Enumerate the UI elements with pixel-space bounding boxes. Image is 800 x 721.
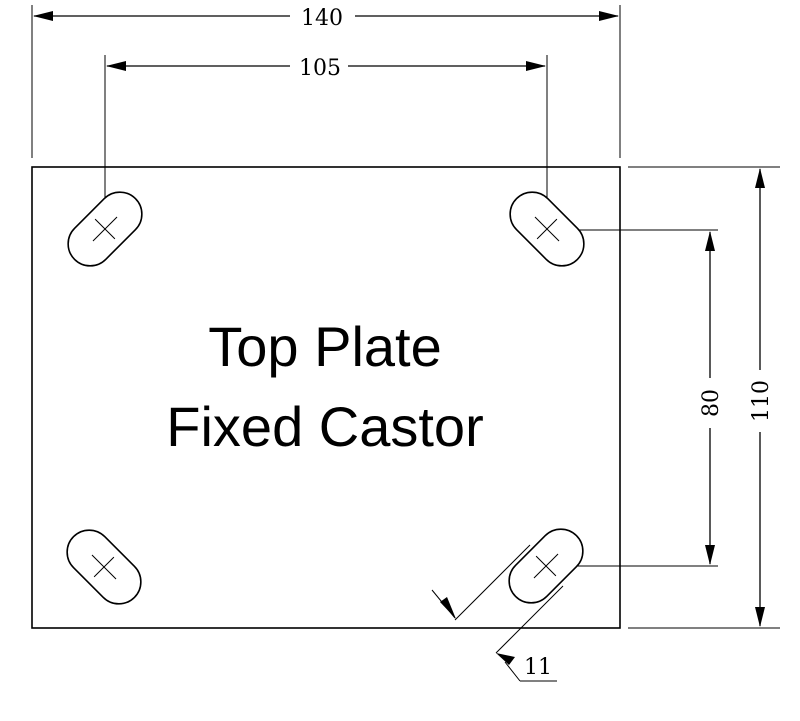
slot-width-leader-lower xyxy=(504,661,521,682)
arrow-110-bottom xyxy=(755,607,765,627)
arrow-80-bottom xyxy=(705,545,715,565)
arrow-140-left xyxy=(33,11,53,21)
arrow-slot-width-lower xyxy=(496,653,515,665)
slot-width-ext-lower xyxy=(495,585,564,654)
slot-hole-bottom-right xyxy=(508,528,584,604)
arrow-110-top xyxy=(755,168,765,188)
arrow-105-right xyxy=(526,61,546,71)
slot-hole-top-right xyxy=(509,191,585,267)
slot-hole-bottom-left xyxy=(66,529,142,605)
arrow-80-top xyxy=(705,231,715,251)
dim-label-105: 105 xyxy=(299,56,341,81)
arrow-slot-width-upper xyxy=(440,597,456,619)
arrow-140-right xyxy=(599,11,619,21)
dim-label-110: 110 xyxy=(749,380,774,422)
title-line-1: Top Plate xyxy=(208,315,442,378)
arrow-105-left xyxy=(106,61,126,71)
plate-outline xyxy=(31,166,621,629)
slot-width-ext-upper xyxy=(454,544,531,621)
dim-label-11: 11 xyxy=(524,655,552,680)
slot-hole-top-left xyxy=(67,191,143,267)
dim-label-80: 80 xyxy=(699,389,724,417)
title-line-2: Fixed Castor xyxy=(166,395,483,458)
dim-label-140: 140 xyxy=(301,6,343,31)
